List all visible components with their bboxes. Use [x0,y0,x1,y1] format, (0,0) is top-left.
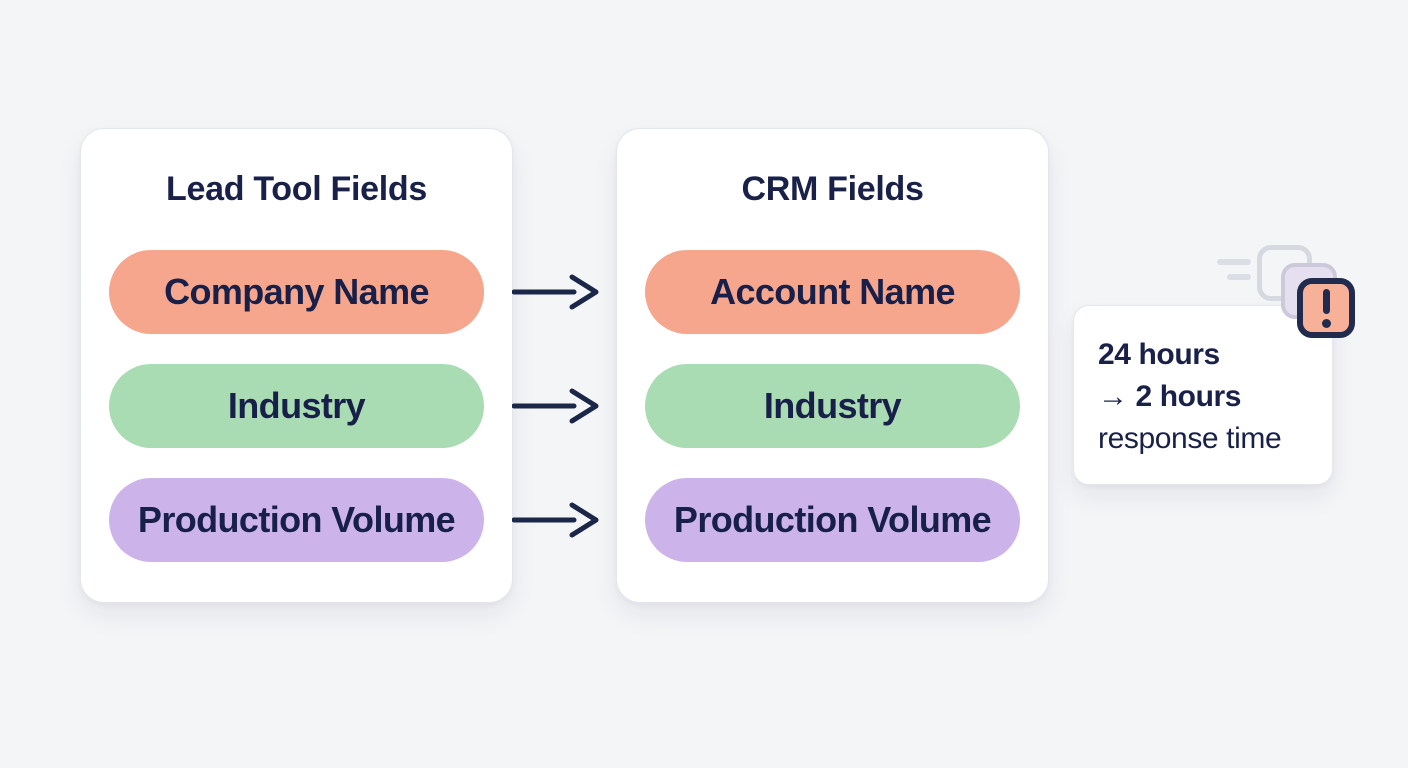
response-time-callout: 24 hours → 2 hours response time [1073,305,1333,485]
pill-label-industry-right: Industry [763,385,902,426]
pill-production-volume-right: Production Volume [645,478,1020,562]
exclamation-bar [1322,288,1330,314]
pill-label-account-name: Account Name [710,271,955,312]
speed-line-icon [1227,274,1251,280]
pill-label-industry-left: Industry [227,385,366,426]
pill-industry-left: Industry [109,364,484,448]
pill-industry-right: Industry [645,364,1020,448]
pill-label-production-volume-right: Production Volume [673,499,992,540]
alert-exclamation-icon [1297,278,1355,338]
mapping-arrow-2 [512,388,599,424]
callout-line-before: 24 hours [1098,338,1220,371]
pill-company-name: Company Name [109,250,484,334]
lead-tool-fields-card: Lead Tool Fields Company Name Industry P… [80,128,513,603]
crm-fields-title: CRM Fields [741,170,924,208]
callout-line-after: → 2 hours [1098,380,1242,413]
pill-label-company-name: Company Name [164,271,429,312]
pill-account-name: Account Name [645,250,1020,334]
crm-fields-card: CRM Fields Account Name Industry Product… [616,128,1049,603]
lead-tool-fields-title: Lead Tool Fields [166,170,427,208]
mapping-arrow-1 [512,274,599,310]
pill-label-production-volume-left: Production Volume [137,499,456,540]
lead-tool-pill-stack: Company Name Industry Production Volume [109,250,484,562]
crm-pill-stack: Account Name Industry Production Volume [645,250,1020,562]
exclamation-dot [1321,318,1331,328]
pill-production-volume-left: Production Volume [109,478,484,562]
mapping-arrow-3 [512,502,599,538]
speed-line-icon [1217,259,1251,265]
callout-line-caption: response time [1098,422,1282,455]
